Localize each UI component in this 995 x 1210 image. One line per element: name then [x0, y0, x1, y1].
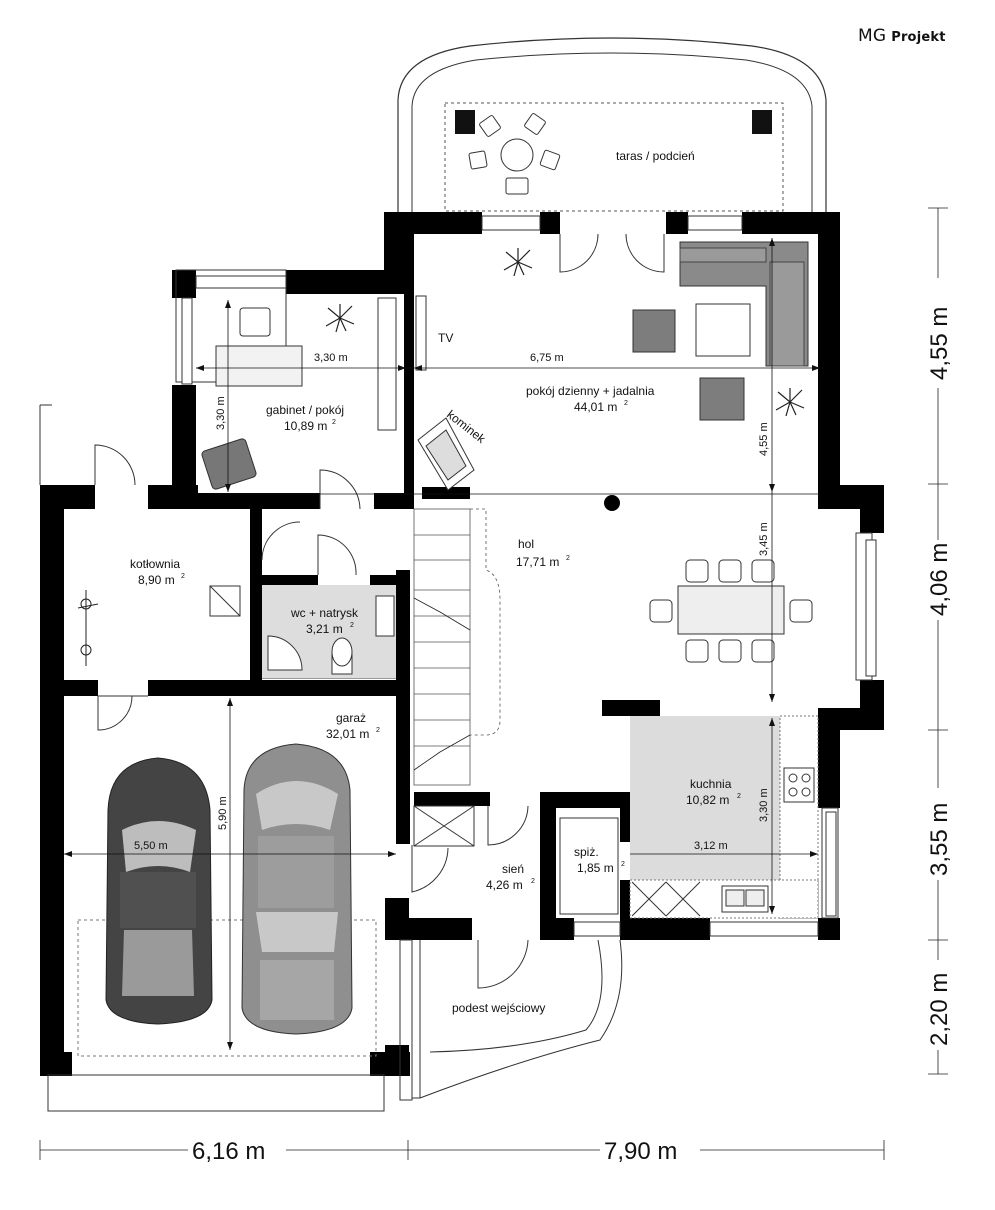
label-garaz: garaż	[336, 711, 366, 725]
dim-pokoj-w: 6,75 m	[530, 352, 564, 364]
gabinet-furniture	[201, 297, 397, 490]
windows	[181, 215, 877, 937]
label-tv: TV	[438, 331, 453, 345]
label-hol: hol	[518, 537, 534, 551]
label-sien: sień	[502, 862, 524, 876]
dim-right-1: 4,55 m	[926, 307, 953, 380]
label-podest: podest wejściowy	[452, 1001, 545, 1015]
area-hol: 17,71 m	[516, 555, 559, 569]
label-kotlownia: kotłownia	[130, 557, 180, 571]
boiler	[209, 585, 241, 617]
dim-right-4: 2,20 m	[926, 973, 953, 1046]
dim-bottom-right: 7,90 m	[604, 1138, 677, 1165]
spiz-room	[559, 817, 619, 915]
area-gabinet: 10,89 m	[284, 419, 327, 433]
area-sien: 4,26 m	[486, 878, 523, 892]
sup-wc: 2	[350, 622, 354, 629]
dim-garaz-w: 5,50 m	[134, 840, 168, 852]
dim-pokoj-h: 4,55 m	[758, 422, 770, 456]
dim-right-2: 4,06 m	[926, 543, 953, 616]
area-spiz: 1,85 m	[577, 861, 614, 875]
car-left	[105, 757, 213, 1025]
label-wc: wc + natrysk	[290, 606, 359, 620]
car-right	[241, 743, 353, 1035]
outer-dimensions	[39, 207, 948, 1160]
garage-door-zone	[77, 919, 377, 1057]
area-kotlownia: 8,90 m	[138, 573, 175, 587]
label-kuchnia: kuchnia	[690, 777, 732, 791]
label-gabinet: gabinet / pokój	[266, 403, 344, 417]
kitchen	[629, 715, 819, 919]
brand-logo: MG Projekt	[858, 26, 946, 46]
fireplace	[417, 417, 475, 491]
column	[604, 495, 620, 511]
sup-pokoj: 2	[624, 400, 628, 407]
sup-hol: 2	[566, 555, 570, 562]
sup-kotlownia: 2	[181, 573, 185, 580]
dimension-lines	[64, 238, 820, 1050]
dim-right-3: 3,55 m	[926, 803, 953, 876]
dim-bottom-left: 6,16 m	[192, 1138, 265, 1165]
sup-sien: 2	[531, 878, 535, 885]
sup-spiz: 2	[621, 861, 625, 868]
sup-gabinet: 2	[332, 419, 336, 426]
label-pokoj: pokój dzienny + jadalnia	[526, 384, 655, 398]
wardrobe	[413, 805, 475, 847]
sup-kuchnia: 2	[737, 793, 741, 800]
dim-gabinet-h: 3,30 m	[215, 396, 227, 430]
bicycle-icon	[77, 590, 99, 666]
dim-kuchnia-h: 3,30 m	[758, 788, 770, 822]
area-garaz: 32,01 m	[326, 727, 369, 741]
terrace	[397, 37, 827, 213]
staircase	[413, 508, 501, 786]
dining-table	[649, 559, 813, 663]
area-wc: 3,21 m	[306, 622, 343, 636]
walls	[40, 212, 884, 1076]
podest-outline	[412, 939, 623, 1099]
dim-garaz-h: 5,90 m	[217, 796, 229, 830]
wc-fixtures	[262, 585, 396, 678]
dimension-arrows	[64, 238, 820, 1050]
sofa	[632, 241, 809, 421]
sup-garaz: 2	[376, 727, 380, 734]
area-kuchnia: 10,82 m	[686, 793, 729, 807]
dim-hol-h: 3,45 m	[758, 522, 770, 556]
area-pokoj: 44,01 m	[574, 400, 617, 414]
label-taras: taras / podcień	[616, 149, 695, 163]
brand-mg: MG	[858, 26, 887, 46]
brand-projekt: Projekt	[891, 30, 946, 45]
label-spiz: spiż.	[574, 845, 599, 859]
dim-kuchnia-w: 3,12 m	[694, 840, 728, 852]
dim-gabinet-w: 3,30 m	[314, 352, 348, 364]
plants	[325, 248, 805, 417]
